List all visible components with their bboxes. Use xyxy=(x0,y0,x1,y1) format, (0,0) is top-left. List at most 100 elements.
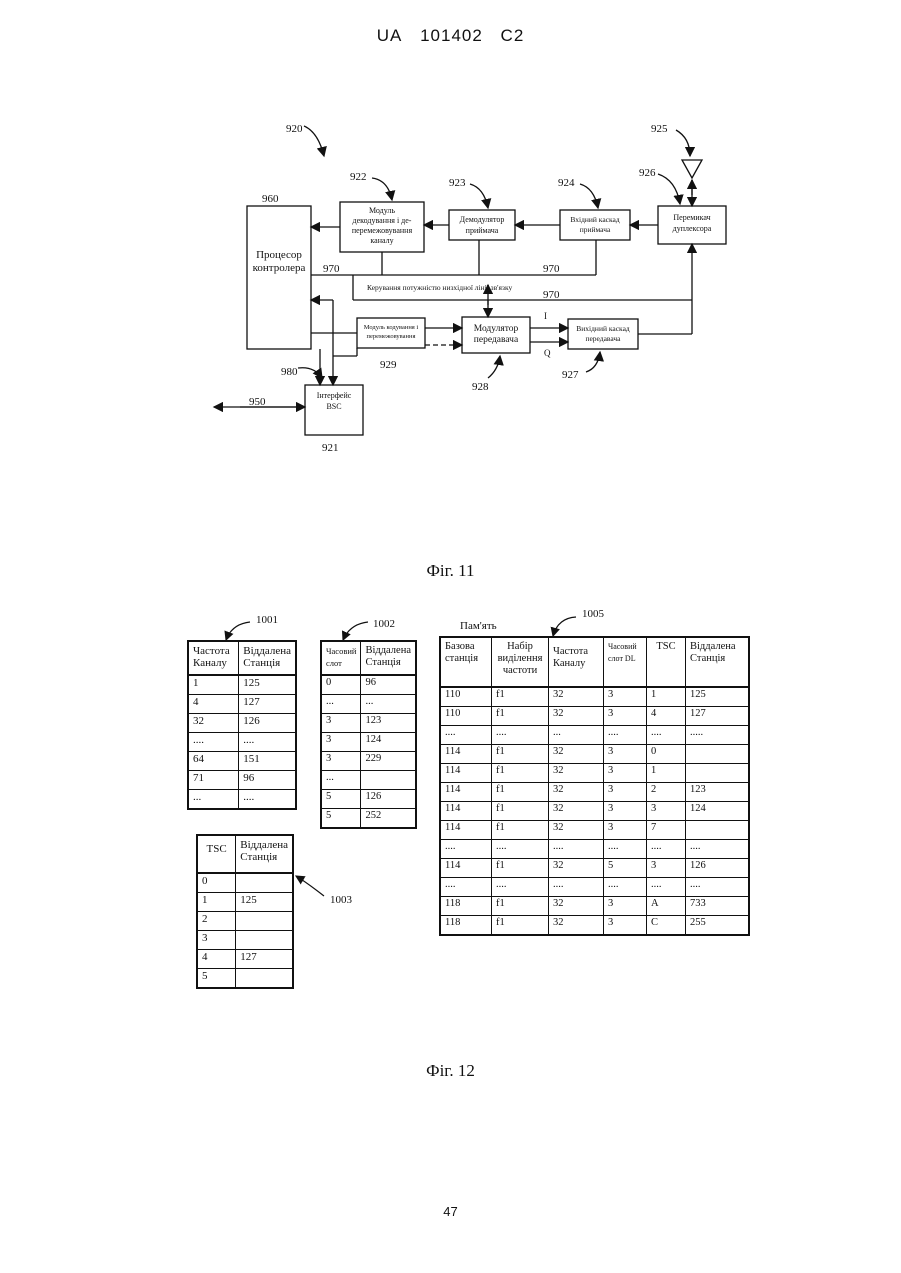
cell: 5 xyxy=(321,790,361,809)
cell: 114 xyxy=(440,802,492,821)
t1005-header-freqset: Набір виділення частоти xyxy=(492,637,549,687)
cell: C xyxy=(647,916,686,936)
cell: 118 xyxy=(440,897,492,916)
cell: 2 xyxy=(647,783,686,802)
table-row: 5252 xyxy=(321,809,416,829)
cell: ... xyxy=(321,771,361,790)
cell: 127 xyxy=(236,950,293,969)
cell: 3 xyxy=(604,897,647,916)
cell: f1 xyxy=(492,687,549,707)
cell: ... xyxy=(188,790,239,810)
cell: 0 xyxy=(647,745,686,764)
table-row: 4127 xyxy=(197,950,293,969)
cell: 125 xyxy=(236,893,293,912)
cell: 3 xyxy=(604,745,647,764)
page-number: 47 xyxy=(0,1204,901,1219)
cell: .... xyxy=(604,726,647,745)
cell: 114 xyxy=(440,745,492,764)
cell: f1 xyxy=(492,897,549,916)
cell: 32 xyxy=(549,783,604,802)
memory-label: Пам'ять xyxy=(460,620,497,632)
cell: 151 xyxy=(239,752,296,771)
cell: f1 xyxy=(492,802,549,821)
cell: ..... xyxy=(686,726,750,745)
cell: 64 xyxy=(188,752,239,771)
cell: .... xyxy=(686,878,750,897)
table-row: 3229 xyxy=(321,752,416,771)
cell: f1 xyxy=(492,916,549,936)
cell: .... xyxy=(188,733,239,752)
ref-1002: 1002 xyxy=(373,618,395,630)
cell: 32 xyxy=(188,714,239,733)
cell: 3 xyxy=(604,687,647,707)
cell: 32 xyxy=(549,687,604,707)
table-row: 4127 xyxy=(188,695,296,714)
cell: 126 xyxy=(686,859,750,878)
cell: 126 xyxy=(361,790,416,809)
cell: .... xyxy=(549,878,604,897)
cell: 96 xyxy=(361,675,416,695)
cell: 2 xyxy=(197,912,236,931)
cell: 3 xyxy=(647,859,686,878)
cell: .... xyxy=(492,878,549,897)
table-1002: Часовий слот Віддалена Станція 096 .....… xyxy=(320,640,417,829)
table-row: 1125 xyxy=(197,893,293,912)
cell: 123 xyxy=(686,783,750,802)
cell: 32 xyxy=(549,859,604,878)
t1005-header-slot: Часовий слот DL xyxy=(604,637,647,687)
cell: 3 xyxy=(197,931,236,950)
cell: 3 xyxy=(604,916,647,936)
table-row: 114f13230 xyxy=(440,745,749,764)
table-row: 114f13232123 xyxy=(440,783,749,802)
cell: 1 xyxy=(188,675,239,695)
cell: .... xyxy=(492,840,549,859)
cell: .... xyxy=(440,726,492,745)
cell: 3 xyxy=(321,733,361,752)
cell: 32 xyxy=(549,707,604,726)
cell: f1 xyxy=(492,707,549,726)
cell: 127 xyxy=(686,707,750,726)
cell xyxy=(236,969,293,989)
cell: .... xyxy=(647,726,686,745)
cell: 32 xyxy=(549,745,604,764)
cell: 4 xyxy=(197,950,236,969)
cell: 229 xyxy=(361,752,416,771)
table-row: 114f13253126 xyxy=(440,859,749,878)
table-row: ........................ xyxy=(440,878,749,897)
table-row: 3124 xyxy=(321,733,416,752)
cell: 733 xyxy=(686,897,750,916)
cell: 3 xyxy=(321,714,361,733)
table-row: 096 xyxy=(321,675,416,695)
t1005-header-chan: Частота Каналу xyxy=(549,637,604,687)
cell: .... xyxy=(239,733,296,752)
cell: ... xyxy=(361,695,416,714)
table-row: 3 xyxy=(197,931,293,950)
cell xyxy=(686,821,750,840)
table-1003: TSC Віддалена Станція 0 1125 2 3 4127 5 xyxy=(196,834,294,989)
table-1005-memory: Базова станція Набір виділення частоти Ч… xyxy=(439,636,750,936)
cell: A xyxy=(647,897,686,916)
table-row: 64151 xyxy=(188,752,296,771)
cell: ... xyxy=(549,726,604,745)
t1005-header-base: Базова станція xyxy=(440,637,492,687)
cell: 96 xyxy=(239,771,296,790)
cell: 0 xyxy=(197,873,236,893)
cell: f1 xyxy=(492,859,549,878)
fig12-caption: Фіг. 12 xyxy=(0,1061,901,1081)
cell: 0 xyxy=(321,675,361,695)
table-row: 5 xyxy=(197,969,293,989)
cell: 3 xyxy=(604,821,647,840)
cell: 118 xyxy=(440,916,492,936)
cell: 3 xyxy=(647,802,686,821)
cell: f1 xyxy=(492,764,549,783)
cell: .... xyxy=(549,840,604,859)
cell: 1 xyxy=(197,893,236,912)
cell: 114 xyxy=(440,783,492,802)
cell: 125 xyxy=(686,687,750,707)
cell: 3 xyxy=(604,783,647,802)
cell: 4 xyxy=(647,707,686,726)
cell: 32 xyxy=(549,802,604,821)
cell: .... xyxy=(604,878,647,897)
cell: 125 xyxy=(239,675,296,695)
cell xyxy=(686,764,750,783)
